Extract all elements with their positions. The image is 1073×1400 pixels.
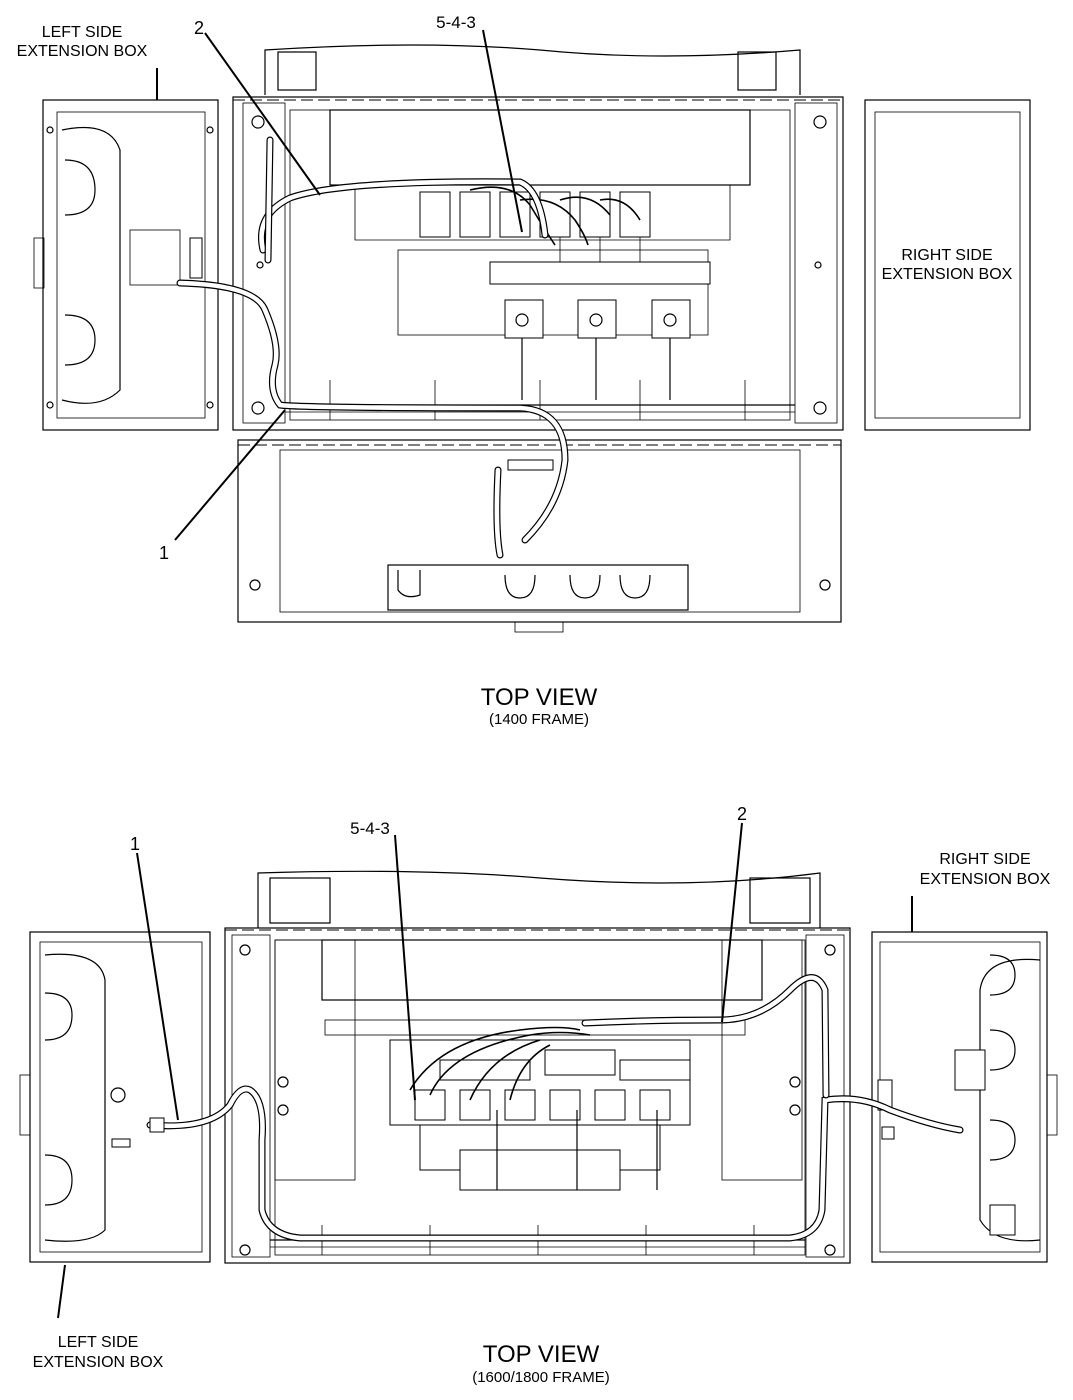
view-subtitle: (1400 FRAME)	[489, 711, 589, 728]
view-subtitle: (1600/1800 FRAME)	[472, 1369, 610, 1386]
left-box-label-line1: LEFT SIDE	[42, 24, 123, 41]
right-box-label-line1: RIGHT SIDE	[939, 851, 1030, 868]
leader-lines-bottom	[57, 822, 913, 1319]
terminal-assembly-top	[419, 191, 711, 400]
callout-1: 1	[159, 543, 169, 563]
main-enclosure-top	[232, 96, 844, 431]
bottom-view-1600-1800-frame: 1 5-4-3 2 RIGHT SIDE EXTENSION BOX LEFT …	[19, 804, 1058, 1386]
left-box-label-line1: LEFT SIDE	[58, 1334, 139, 1351]
generator-housing-bottom	[257, 870, 821, 928]
view-title: TOP VIEW	[481, 684, 598, 711]
callout-2: 2	[737, 804, 747, 824]
left-side-extension-box-bottom	[19, 931, 211, 1263]
right-box-label-line2: EXTENSION BOX	[882, 266, 1013, 283]
right-box-label-line2: EXTENSION BOX	[920, 871, 1051, 888]
generator-housing-top	[264, 44, 801, 95]
callout-1: 1	[130, 834, 140, 854]
left-box-label-line2: EXTENSION BOX	[33, 1354, 164, 1371]
leader-lines-top	[156, 29, 523, 541]
callout-5-4-3: 5-4-3	[350, 819, 390, 838]
cable-harness-top	[176, 136, 569, 559]
right-side-extension-box-top	[864, 99, 1031, 431]
cable-harness-bottom	[146, 974, 964, 1242]
lower-extension-box-top	[237, 439, 842, 633]
terminal-assembly-bottom	[324, 1019, 746, 1191]
main-enclosure-bottom	[224, 927, 851, 1264]
left-box-label-line2: EXTENSION BOX	[17, 43, 148, 60]
wires-543-bottom	[409, 1026, 591, 1101]
callout-5-4-3: 5-4-3	[436, 13, 476, 32]
top-view-1400-frame: LEFT SIDE EXTENSION BOX 2 5-4-3 RIGHT SI…	[17, 13, 1031, 728]
view-title: TOP VIEW	[483, 1341, 600, 1368]
right-box-label-line1: RIGHT SIDE	[901, 247, 992, 264]
right-side-extension-box-bottom	[871, 931, 1058, 1263]
left-side-extension-box-top	[33, 99, 219, 431]
callout-2: 2	[194, 18, 204, 38]
